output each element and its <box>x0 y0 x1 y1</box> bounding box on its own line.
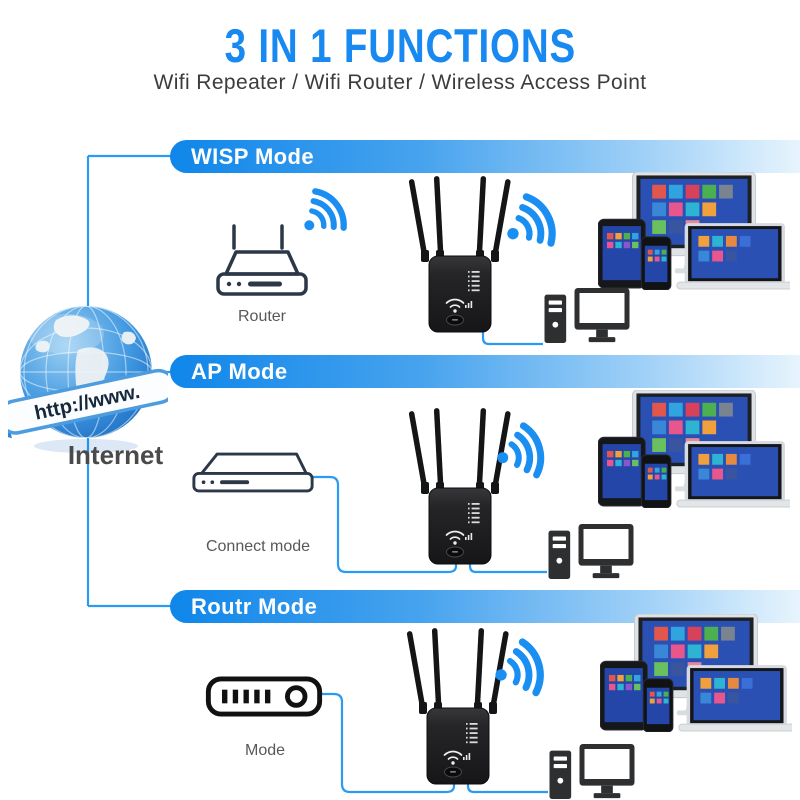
multi-device-cluster-routr <box>600 614 792 732</box>
router-label: Router <box>237 308 287 325</box>
internet-label: Internet <box>67 440 164 470</box>
desktop-pc-icon-wisp <box>544 288 630 343</box>
page-subtitle: Wifi Repeater / Wifi Router / Wireless A… <box>153 71 647 94</box>
wisp-mode-title: WISP Mode <box>191 144 314 169</box>
multi-device-cluster-wisp <box>598 172 790 290</box>
ap-mode-header-bar: AP Mode <box>170 355 800 388</box>
page-header: 3 IN 1 FUNCTIONS <box>0 18 800 73</box>
desktop-pc-icon-routr <box>549 744 635 799</box>
routr-mode-title: Routr Mode <box>191 594 318 619</box>
internet-globe-icon <box>8 298 168 458</box>
modem-box-icon <box>192 452 314 493</box>
repeater-device-wisp <box>407 176 512 333</box>
modem-ports-icon <box>205 676 323 717</box>
ap-mode-title: AP Mode <box>191 359 288 384</box>
page-title: 3 IN 1 FUNCTIONS <box>224 19 576 72</box>
wisp-mode-header-bar: WISP Mode <box>170 140 800 173</box>
multi-device-cluster-ap <box>598 390 790 508</box>
mode-label: Mode <box>244 742 286 759</box>
router-icon <box>216 224 308 296</box>
connect-mode-label: Connect mode <box>205 538 311 555</box>
desktop-pc-icon-ap <box>548 524 634 579</box>
